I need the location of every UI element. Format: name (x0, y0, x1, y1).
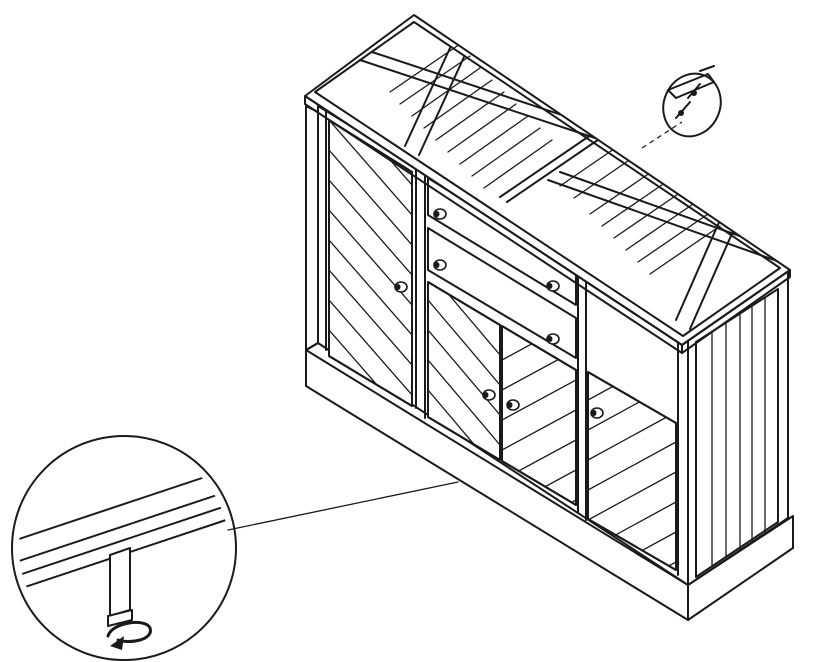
center-right-door-knob (506, 399, 520, 411)
left-door-knob (394, 281, 408, 293)
top-panel (304, 14, 791, 354)
center-left-door (427, 281, 501, 461)
wall-anchor-detail (641, 65, 722, 149)
center-right-door (501, 325, 577, 506)
drawer-lower-knob-right (546, 333, 560, 345)
plinth-base (305, 105, 794, 621)
center-left-door-knob (482, 389, 496, 401)
right-door-knob (590, 407, 604, 419)
drawer-upper-knob-left (433, 208, 447, 220)
drawer-lower (427, 227, 577, 359)
side-panel (687, 269, 789, 586)
screw-bracket-icon (662, 65, 722, 138)
leveling-foot-detail (11, 435, 459, 661)
drawer-lower-knob-left (433, 259, 447, 271)
drawer-upper-knob-right (546, 280, 560, 292)
left-door (328, 119, 413, 407)
rotate-arrow-icon (106, 620, 152, 650)
right-door (587, 371, 677, 571)
